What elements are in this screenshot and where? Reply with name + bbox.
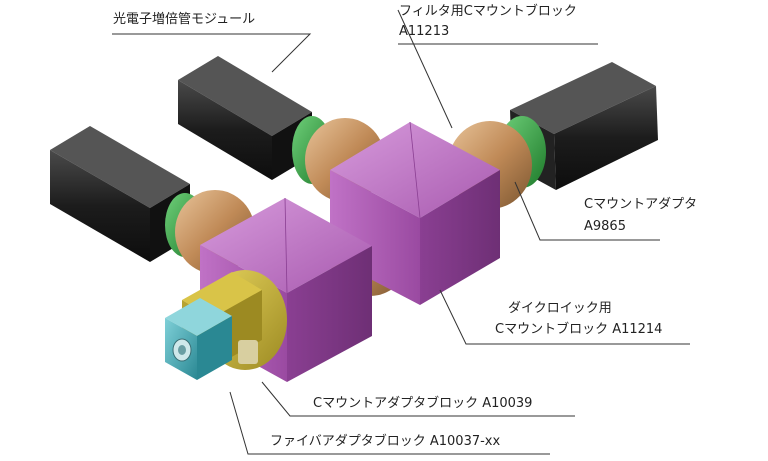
fiber-adapter-block xyxy=(165,298,232,380)
label-dichroic-block-code: Cマウントブロック A11214 xyxy=(495,322,663,337)
pmt-module-back-left xyxy=(178,56,312,180)
filter-cube-block xyxy=(330,121,500,305)
label-filter-block-name: フィルタ用Cマウントブロック xyxy=(399,4,577,19)
label-c-mount-adapter-code: A9865 xyxy=(584,219,626,234)
label-c-mount-adapter-block: Cマウントアダプタブロック A10039 xyxy=(313,396,533,411)
leader-lines xyxy=(112,9,690,455)
knurled-knob-icon xyxy=(238,340,258,364)
label-dichroic-block-name: ダイクロイック用 xyxy=(508,301,612,316)
label-c-mount-adapter-name: Cマウントアダプタ xyxy=(584,197,698,212)
label-filter-block-code: A11213 xyxy=(399,24,450,39)
label-pmt-module: 光電子増倍管モジュール xyxy=(113,12,256,27)
label-fiber-adapter-block: ファイバアダプタブロック A10037-xx xyxy=(270,434,501,449)
